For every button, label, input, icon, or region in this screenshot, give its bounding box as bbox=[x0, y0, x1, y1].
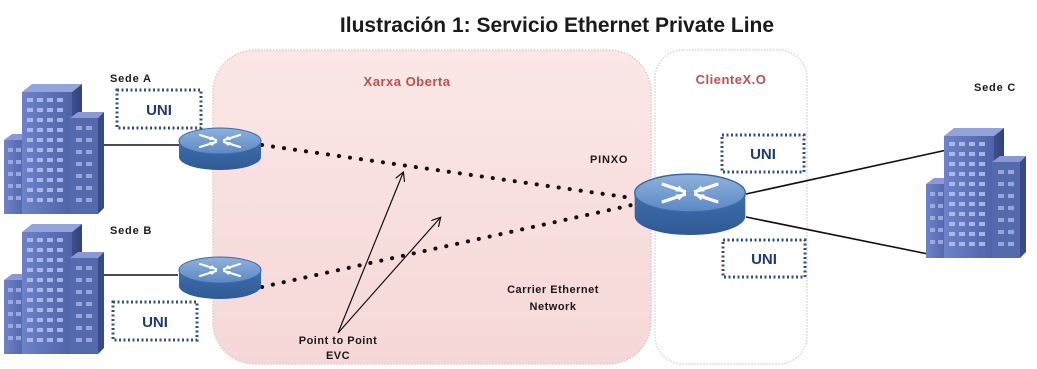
link-sede-c-upper bbox=[745, 147, 957, 195]
carrier-network-label-line1: Carrier Ethernet bbox=[507, 284, 599, 296]
evc-path-b bbox=[260, 203, 634, 289]
uni-label: UNI bbox=[751, 251, 777, 268]
uni-box-sede-c-upper: UNI bbox=[720, 133, 806, 174]
building-sede-b-icon bbox=[4, 224, 104, 354]
uni-box-sede-a: UNI bbox=[115, 88, 203, 130]
evc-arrow-2 bbox=[337, 218, 440, 334]
uni-label: UNI bbox=[146, 102, 172, 119]
evc-label-line2: EVC bbox=[326, 350, 350, 362]
building-sede-a-icon bbox=[4, 84, 104, 214]
site-label-c: Sede C bbox=[974, 82, 1016, 94]
uni-label: UNI bbox=[750, 146, 776, 163]
client-zone-label: ClienteX.O bbox=[696, 72, 767, 87]
uni-box-sede-b: UNI bbox=[111, 300, 199, 342]
building-sede-c-icon bbox=[926, 128, 1026, 258]
carrier-network-label-line2: Network bbox=[530, 301, 577, 313]
evc-path-a bbox=[260, 143, 634, 200]
site-label-a: Sede A bbox=[110, 73, 152, 85]
router-sede-a-icon bbox=[177, 126, 263, 172]
evc-label-line1: Point to Point bbox=[299, 335, 377, 347]
link-sede-c-lower bbox=[745, 216, 934, 256]
evc-arrow-1 bbox=[337, 173, 403, 334]
router-sede-b-icon bbox=[177, 255, 263, 301]
router-pinxo-icon bbox=[633, 172, 747, 237]
network-zone-label: Xarxa Oberta bbox=[364, 74, 451, 89]
uni-box-sede-c-lower: UNI bbox=[721, 238, 807, 279]
network-zone bbox=[212, 49, 652, 365]
uni-label: UNI bbox=[142, 314, 168, 331]
diagram-title: Ilustración 1: Servicio Ethernet Private… bbox=[340, 14, 774, 37]
pinxo-label: PINXO bbox=[590, 154, 628, 166]
site-label-b: Sede B bbox=[110, 225, 152, 237]
